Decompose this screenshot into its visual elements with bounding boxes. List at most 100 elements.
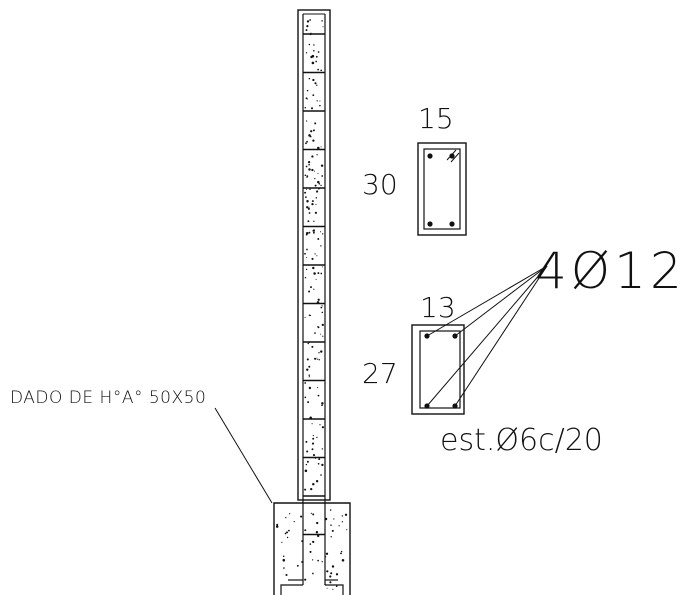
concrete-speckle [321,448,324,450]
concrete-speckle [310,286,312,289]
concrete-speckle [275,525,279,528]
concrete-speckle [320,333,322,335]
concrete-speckle [309,19,311,21]
concrete-speckle [305,233,308,236]
concrete-speckle [320,146,322,148]
concrete-speckle [321,463,324,467]
concrete-speckle [306,176,308,179]
concrete-speckle [341,515,343,517]
concrete-speckle [307,160,311,164]
concrete-speckle [317,146,320,150]
concrete-speckle [320,272,323,275]
concrete-speckle [321,323,324,327]
rebar-dot [449,153,455,159]
column-elevation [297,9,331,585]
concrete-speckle [317,298,320,301]
concrete-speckle [285,573,288,577]
concrete-speckle [321,20,323,22]
concrete-speckle [314,184,317,187]
concrete-speckle [312,78,315,82]
concrete-speckle [305,142,307,145]
lower-section [411,324,465,415]
concrete-speckle [313,44,315,46]
concrete-speckle [306,248,308,251]
upper-width-label: 15 [418,102,454,135]
concrete-speckle [306,175,309,178]
concrete-speckle [312,434,314,437]
concrete-speckle [311,423,313,425]
concrete-speckle [315,480,319,483]
concrete-speckle [304,252,306,255]
rebar-dot [449,221,455,227]
concrete-speckle [329,575,332,578]
concrete-speckle [288,529,290,532]
concrete-speckle [319,100,321,102]
lower-section-bars [424,333,458,409]
concrete-speckle [276,523,279,526]
concrete-speckle [309,188,311,191]
concrete-speckle [317,559,319,562]
concrete-speckle [304,382,307,384]
concrete-speckle [308,168,311,171]
concrete-speckle [304,174,307,177]
concrete-speckle [318,358,320,361]
concrete-speckle [319,424,321,426]
concrete-speckle [324,517,328,521]
concrete-speckle [306,20,310,23]
concrete-speckle [282,555,285,558]
concrete-speckle [304,316,306,318]
concrete-speckle [329,509,332,511]
concrete-speckle [314,332,316,334]
concrete-speckle [306,140,308,143]
concrete-speckle [314,211,318,214]
concrete-speckle [325,552,329,555]
concrete-speckle [304,488,307,491]
concrete-speckle [308,77,311,80]
rebar-leader [454,265,548,407]
concrete-speckle [304,529,307,532]
concrete-speckle [285,531,289,534]
concrete-speckle [314,122,317,125]
concrete-speckle [310,512,312,515]
rebar-leader [426,265,548,337]
concrete-speckle [310,487,313,491]
concrete-speckle [308,206,310,208]
concrete-speckle [314,357,317,360]
concrete-speckle [304,578,307,581]
concrete-speckle [306,188,308,190]
concrete-speckle [312,94,315,97]
footing-block [273,502,351,595]
concrete-speckle [308,212,311,214]
concrete-speckle [317,51,320,53]
concrete-speckle [281,541,283,543]
concrete-speckle [321,561,323,563]
footing-inner-left [280,584,303,595]
concrete-speckle [321,402,324,405]
concrete-speckle [329,581,332,584]
concrete-speckle [312,572,314,575]
concrete-speckle [321,175,324,177]
concrete-speckle [304,469,308,473]
concrete-hatch-footing [275,509,348,590]
concrete-speckle [332,588,334,590]
concrete-speckle [331,565,335,568]
concrete-speckle [305,440,308,443]
concrete-speckle [335,585,338,588]
concrete-speckle [308,163,310,166]
rebar-dot [427,153,433,159]
concrete-speckle [308,134,311,137]
concrete-speckle [311,61,315,65]
upper-section-outline [417,142,467,236]
concrete-speckle [306,206,309,209]
concrete-speckle [307,401,310,404]
concrete-speckle [317,387,319,389]
concrete-speckle [311,202,314,206]
concrete-speckle [308,376,310,378]
concrete-speckle [317,173,319,175]
concrete-speckle [316,255,318,257]
concrete-speckle [318,182,321,185]
concrete-speckle [315,278,317,280]
concrete-speckle [284,532,287,535]
concrete-speckle [320,184,322,187]
concrete-speckle [312,482,315,486]
